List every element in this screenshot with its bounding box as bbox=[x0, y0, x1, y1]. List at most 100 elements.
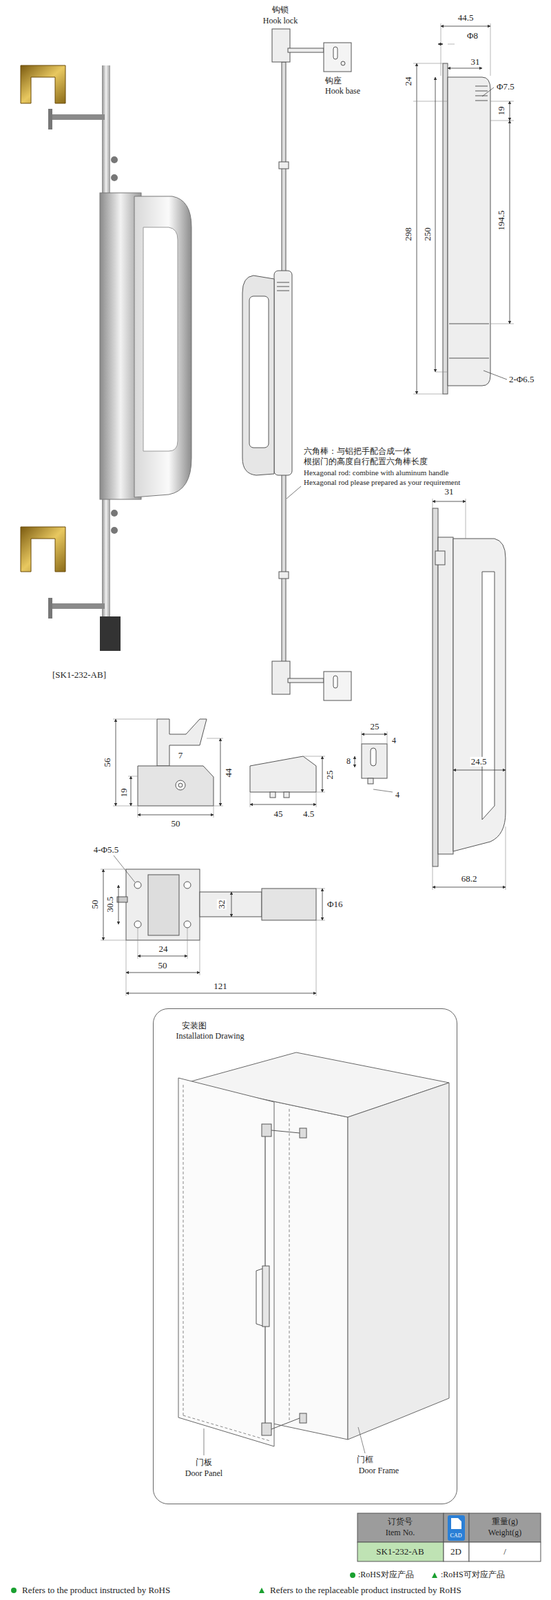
side-view bbox=[490, 23, 492, 76]
hook-block bbox=[322, 756, 324, 793]
product-photo bbox=[48, 597, 53, 619]
dimension-label: 250 bbox=[422, 226, 433, 242]
dimension-label: 44.5 bbox=[457, 13, 475, 23]
side-view bbox=[475, 95, 488, 97]
plan-view bbox=[231, 891, 233, 917]
table-cell: 重量(g) bbox=[491, 1517, 519, 1527]
dimension-label: 121 bbox=[212, 981, 228, 992]
legend-text: Refers to the product instructed by RoHS bbox=[22, 1585, 171, 1596]
hook-lock-detail bbox=[137, 805, 139, 818]
side-view bbox=[505, 826, 507, 890]
product-photo bbox=[99, 616, 121, 651]
side-view bbox=[440, 26, 491, 27]
plan-view bbox=[322, 888, 324, 921]
plan-view bbox=[137, 927, 139, 959]
plan-view bbox=[126, 869, 200, 941]
plan-view bbox=[118, 885, 120, 925]
dimension-label: 24.5 bbox=[470, 756, 488, 767]
side-view bbox=[490, 101, 514, 102]
table-cell: Weight(g) bbox=[487, 1528, 523, 1538]
part-label: 钩锁 bbox=[271, 5, 290, 15]
hook-base-detail bbox=[387, 731, 388, 744]
dimension-label: 4 bbox=[394, 790, 401, 800]
plan-view bbox=[100, 855, 326, 996]
hook-lock-detail bbox=[112, 805, 138, 807]
side-view bbox=[475, 86, 488, 87]
dimension-label: 19 bbox=[496, 106, 507, 117]
product-photo bbox=[110, 174, 118, 182]
dimension-label: 45 bbox=[273, 809, 284, 819]
dimension-label: Φ16 bbox=[326, 899, 344, 910]
dimension-label: 50 bbox=[90, 899, 100, 910]
hook-lock-detail bbox=[175, 780, 186, 790]
side-view bbox=[413, 23, 514, 394]
legend-symbol bbox=[431, 1572, 438, 1578]
dimension-label: Φ8 bbox=[466, 30, 479, 41]
hook-lock-detail bbox=[112, 719, 224, 818]
hook-block bbox=[316, 792, 326, 793]
order-table bbox=[469, 1513, 541, 1543]
cabinet-illustration bbox=[178, 1052, 450, 1456]
part-label: 门框 bbox=[356, 1455, 374, 1465]
dimension-label: 298 bbox=[403, 226, 414, 242]
part-label: Hook base bbox=[324, 86, 361, 96]
part-label: Door Panel bbox=[184, 1469, 224, 1479]
cabinet-illustration bbox=[299, 1128, 307, 1138]
product-photo bbox=[110, 156, 118, 164]
dimension-label: 8 bbox=[345, 756, 352, 766]
side-view bbox=[440, 23, 442, 76]
product-photo bbox=[48, 603, 105, 609]
assembly-drawing bbox=[249, 296, 269, 448]
hook-lock-detail bbox=[128, 776, 138, 777]
dimension-label: Φ7.5 bbox=[495, 81, 516, 92]
table-cell: CAD bbox=[449, 1533, 463, 1540]
order-table bbox=[443, 1513, 470, 1543]
dimension-label: 31 bbox=[444, 486, 455, 497]
product-photo bbox=[48, 108, 53, 130]
side-view bbox=[432, 866, 434, 890]
part-label: 钩座 bbox=[324, 76, 343, 86]
table-cell: Item No. bbox=[385, 1528, 417, 1538]
plan-view bbox=[137, 955, 188, 957]
hook-base-detail bbox=[361, 731, 363, 744]
cabinet-illustration bbox=[347, 1082, 450, 1440]
side-view bbox=[447, 77, 491, 386]
side-view bbox=[432, 501, 466, 503]
dimension-label: 4.5 bbox=[302, 809, 315, 819]
drawing-frame: 安装图Installation Drawing bbox=[152, 1008, 458, 1505]
hook-lock-detail bbox=[137, 814, 214, 816]
order-table bbox=[451, 1518, 462, 1530]
plan-view bbox=[199, 940, 201, 976]
dimension-label: 25 bbox=[369, 721, 381, 732]
side-view bbox=[435, 551, 445, 565]
hook-lock-detail bbox=[112, 719, 158, 720]
hook-block bbox=[269, 792, 276, 798]
side-view bbox=[432, 498, 434, 509]
hook-lock-detail bbox=[137, 765, 214, 806]
side-view bbox=[475, 90, 488, 92]
plan-view bbox=[134, 881, 142, 889]
note-text: 根据门的高度自行配置六角棒长度 bbox=[303, 457, 429, 467]
side-view bbox=[482, 87, 494, 97]
plan-view bbox=[316, 920, 326, 921]
side-view bbox=[509, 101, 511, 121]
cabinet-illustration bbox=[261, 1124, 272, 1137]
side-view bbox=[435, 371, 448, 373]
plan-view bbox=[316, 920, 317, 996]
side-view bbox=[449, 323, 490, 325]
cabinet-illustration bbox=[261, 1422, 272, 1436]
table-cell: / bbox=[502, 1546, 507, 1557]
assembly-drawing bbox=[323, 42, 352, 72]
hook-base-detail bbox=[354, 756, 356, 768]
hook-base-detail bbox=[370, 747, 377, 766]
hook-base-detail bbox=[361, 734, 388, 735]
hook-block bbox=[250, 792, 251, 808]
product-photo bbox=[110, 509, 118, 517]
order-table bbox=[469, 1542, 541, 1562]
order-table bbox=[357, 1513, 444, 1543]
side-view bbox=[490, 120, 514, 122]
plan-view bbox=[126, 940, 127, 996]
dimension-label: 32 bbox=[216, 899, 227, 910]
legend-symbol bbox=[258, 1587, 265, 1594]
